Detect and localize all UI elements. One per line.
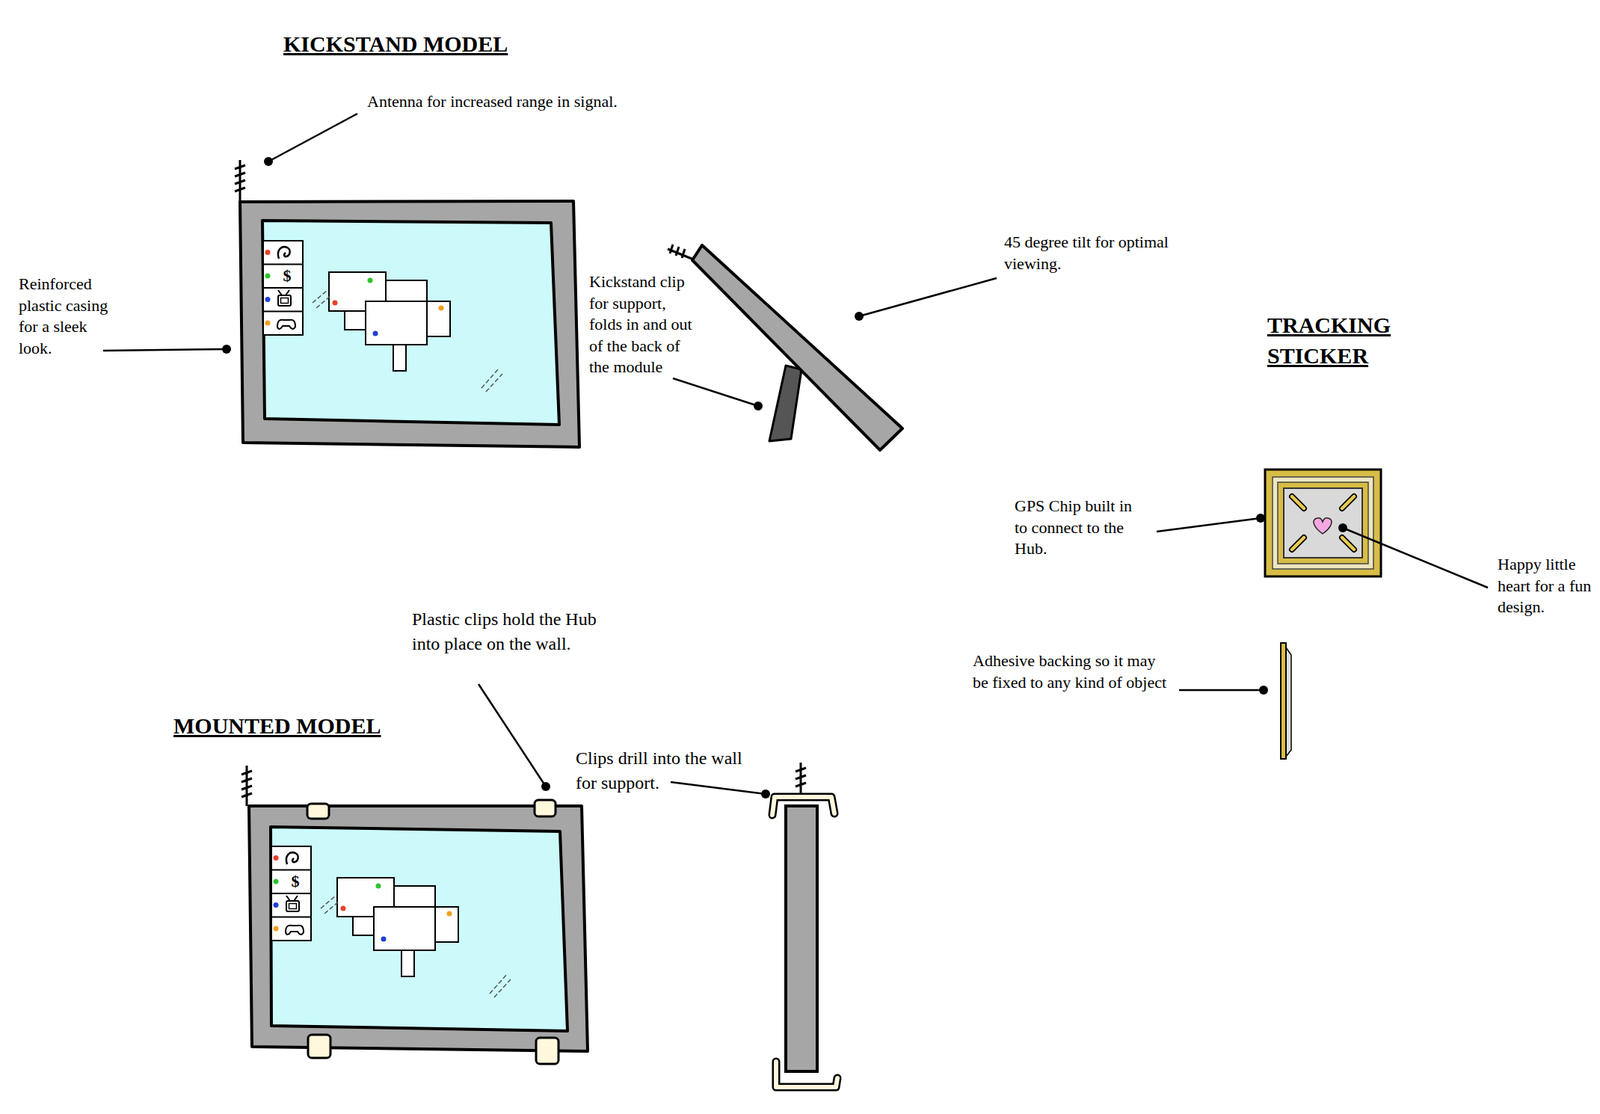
heart <box>1313 518 1332 534</box>
leader-line <box>478 684 546 787</box>
callout-text: Kickstand clip for support, folds in and… <box>589 271 698 379</box>
leader-dot <box>263 157 273 166</box>
sticker-side-view <box>1280 642 1286 759</box>
leader-dot <box>1259 685 1269 695</box>
antenna <box>241 765 252 806</box>
wall-clip <box>772 797 835 815</box>
sticker-border <box>1272 477 1374 569</box>
sticker-body <box>1265 469 1381 577</box>
leader-line <box>670 782 766 795</box>
leader-line <box>1156 518 1261 532</box>
gps-chip <box>1283 488 1363 558</box>
wall-clip <box>534 800 556 817</box>
leader-dot <box>1338 523 1348 533</box>
callout-text: Plastic clips hold the Hub into place on… <box>411 607 611 657</box>
callout-text: Happy little heart for a fun design. <box>1497 554 1597 619</box>
wall-clip <box>776 1061 838 1088</box>
hub-side-view <box>692 245 903 451</box>
leader-dot <box>222 344 232 354</box>
leader-line <box>1179 689 1264 692</box>
leader-line <box>859 278 997 317</box>
section-title: KICKSTAND MODEL <box>283 28 553 60</box>
leader-dot <box>1256 513 1266 523</box>
wall-clip <box>772 797 835 815</box>
antenna <box>234 160 246 202</box>
screen-content <box>263 240 503 392</box>
callout-text: Antenna for increased range in signal. <box>367 91 652 113</box>
leader-dots <box>222 157 1348 799</box>
leader-line <box>268 113 358 162</box>
callout-text: Adhesive backing so it may be fixed to a… <box>972 650 1172 694</box>
currency-symbol: $ <box>283 267 292 285</box>
wall-clip <box>776 1061 838 1088</box>
hub-side-view <box>785 805 818 1072</box>
wall-clip <box>307 803 329 819</box>
chip-marks <box>1291 496 1355 550</box>
kickstand-leg <box>769 365 802 442</box>
hub-screen <box>270 826 568 1032</box>
leader-line <box>1342 527 1488 588</box>
leader-dot <box>541 782 551 792</box>
leader-dot <box>761 789 771 799</box>
currency-symbol: $ <box>291 873 300 890</box>
screen-content <box>271 846 511 998</box>
callout-text: 45 degree tilt for optimal viewing. <box>1004 231 1192 275</box>
hub-screen <box>262 220 560 425</box>
section-title: MOUNTED MODEL <box>173 710 443 741</box>
leader-dot <box>854 311 864 321</box>
leader-lines <box>103 113 1488 795</box>
wall-clip <box>536 1037 559 1064</box>
antenna <box>667 244 696 261</box>
callout-text: GPS Chip built in to connect to the Hub. <box>1014 495 1138 560</box>
section-title: TRACKING STICKER <box>1267 309 1417 371</box>
wall-clip <box>308 1034 331 1058</box>
leader-line <box>103 349 227 351</box>
hub-casing <box>248 805 588 1052</box>
callout-text: Clips drill into the wall for support. <box>575 746 756 796</box>
hub-casing <box>240 201 580 448</box>
chip-marks <box>1291 496 1355 550</box>
leader-line <box>672 378 759 406</box>
adhesive-backing <box>1285 647 1292 757</box>
sticker-border <box>1277 482 1369 564</box>
leader-dot <box>753 401 763 411</box>
callout-text: Reinforced plastic casing for a sleek lo… <box>18 273 109 359</box>
